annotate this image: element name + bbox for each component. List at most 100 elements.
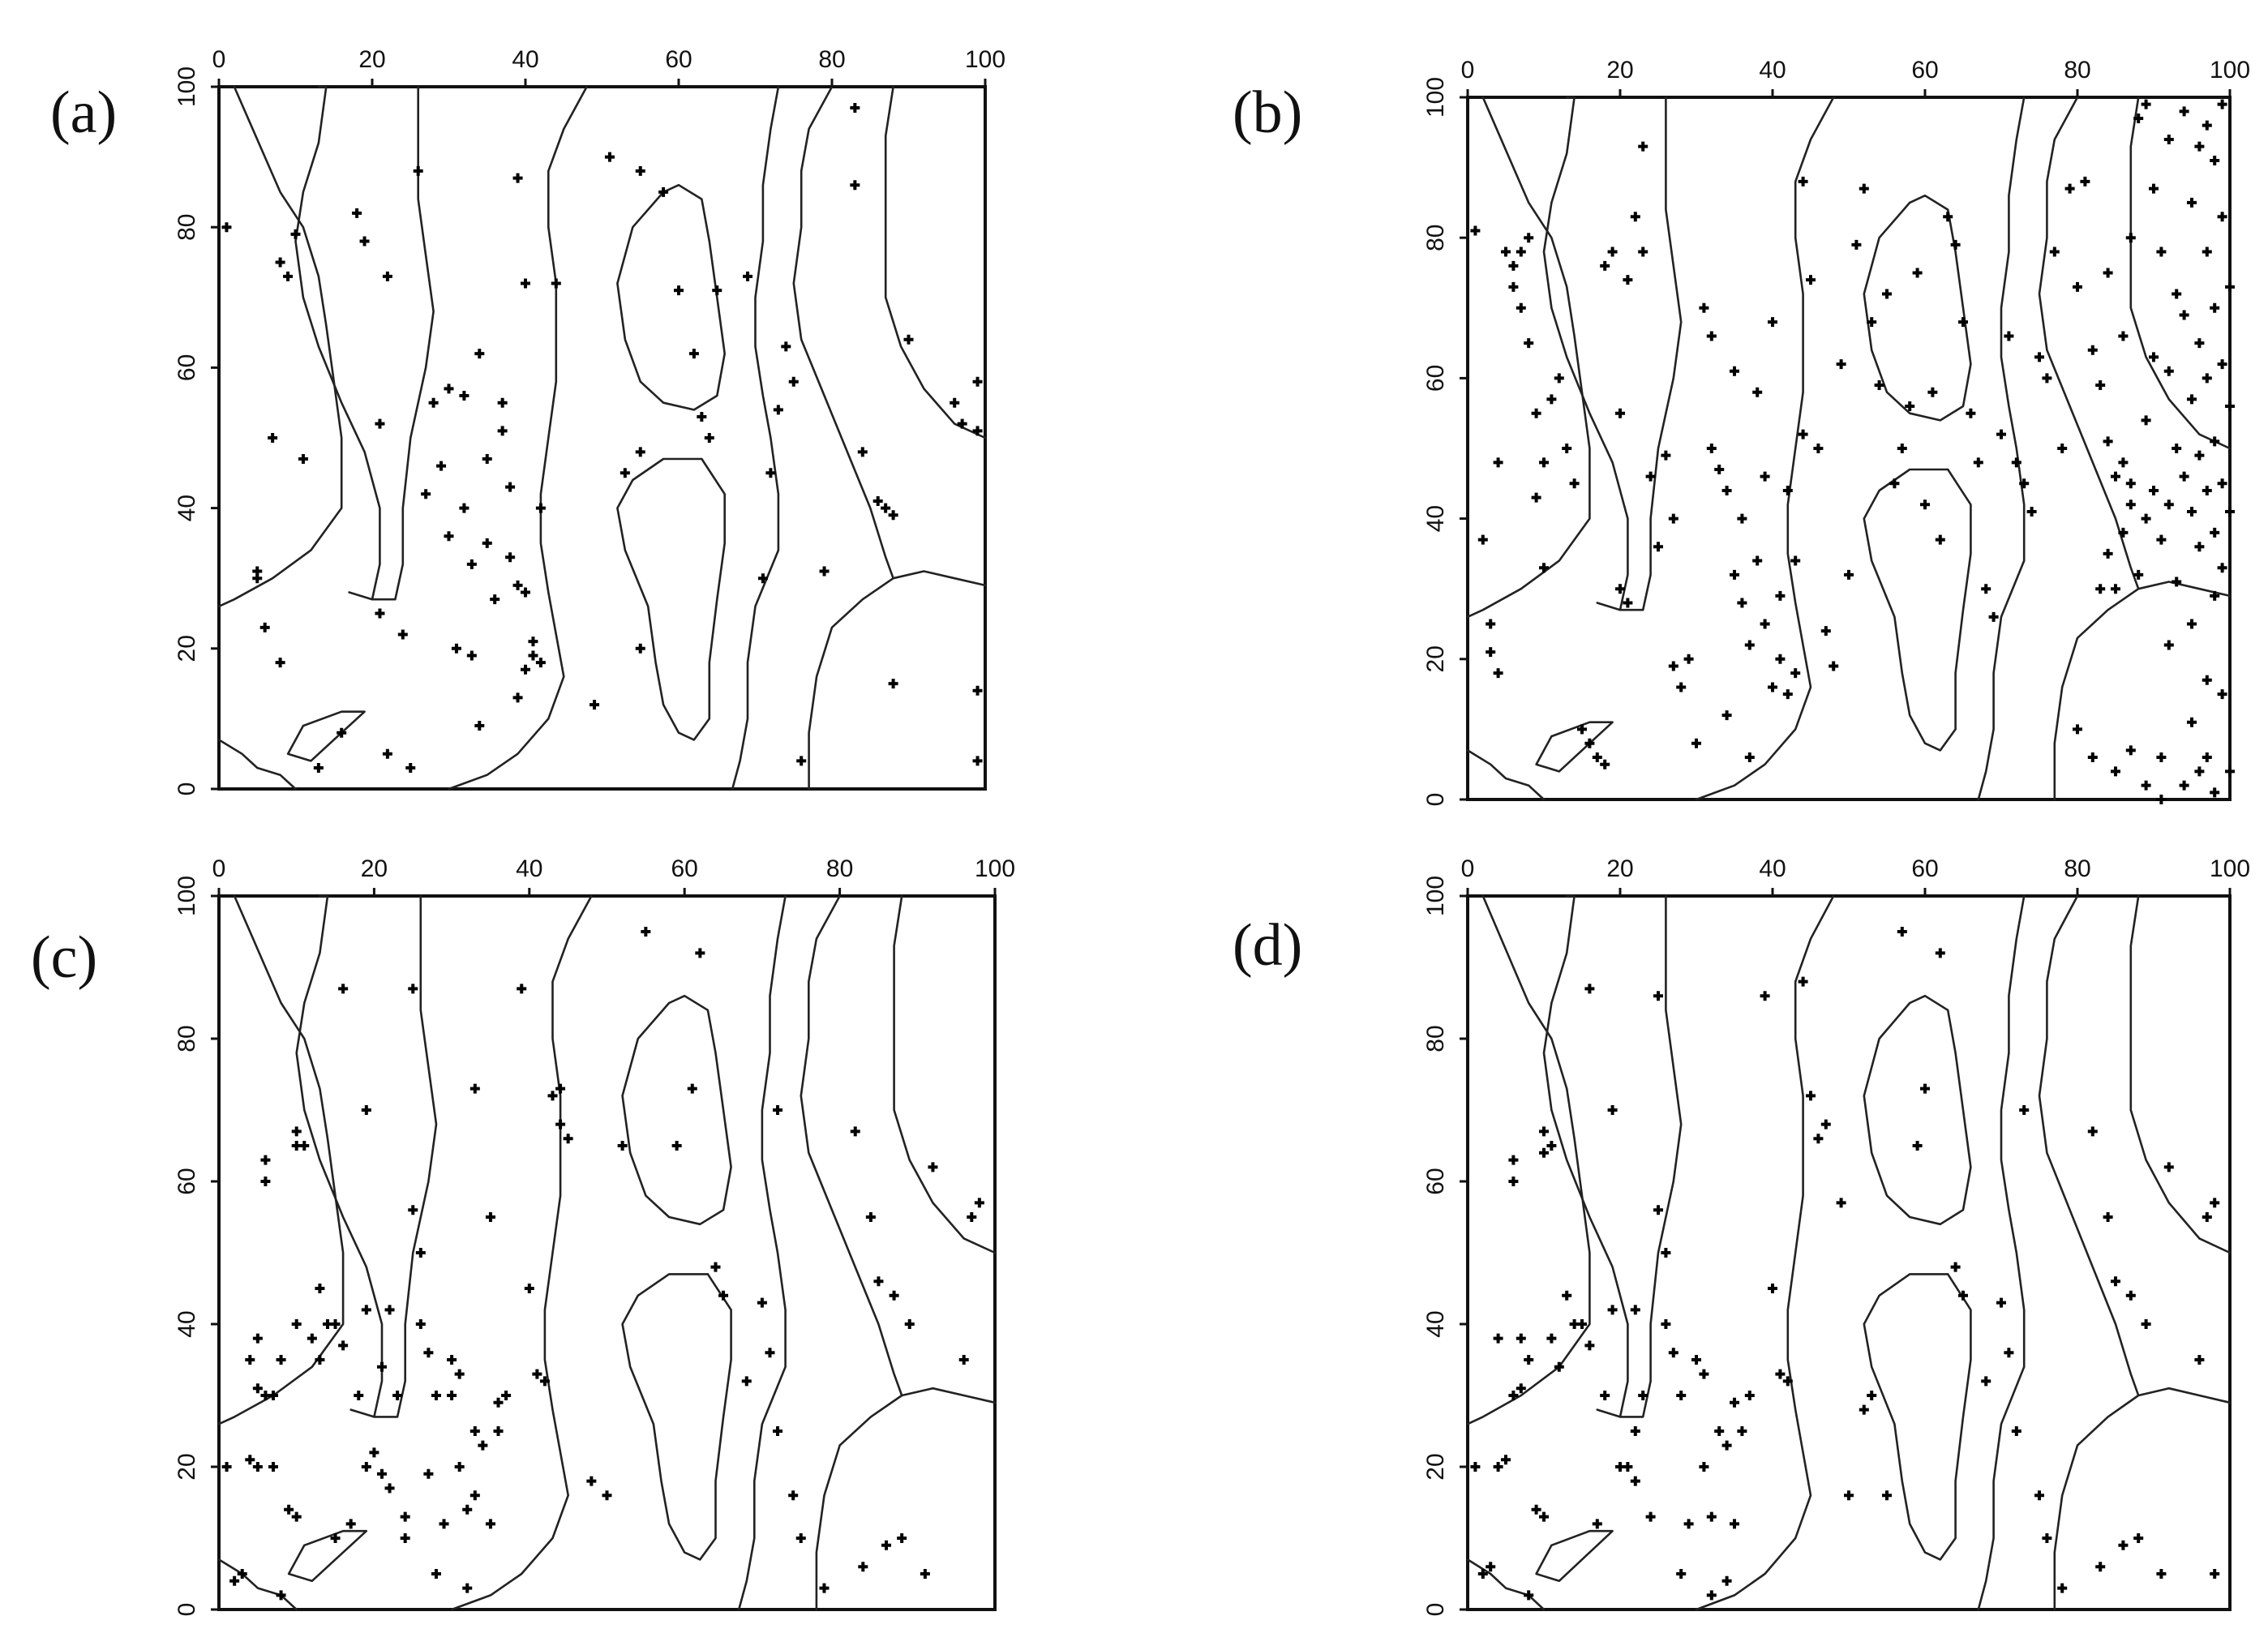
data-point xyxy=(2141,1319,2151,1329)
data-point xyxy=(2163,134,2174,144)
contour-line xyxy=(884,85,987,439)
data-point xyxy=(2217,99,2227,109)
data-point xyxy=(1539,1511,1549,1522)
data-point xyxy=(1630,212,1640,222)
data-point xyxy=(602,1490,612,1501)
data-point xyxy=(1653,542,1663,552)
data-point xyxy=(710,1262,721,1272)
data-point xyxy=(2225,506,2235,517)
data-point xyxy=(1912,1141,1923,1151)
y-tick-label: 40 xyxy=(174,1310,200,1337)
contour-line xyxy=(2129,96,2232,450)
data-point xyxy=(252,573,263,584)
data-point xyxy=(490,594,500,605)
data-point xyxy=(1859,183,1869,194)
data-point xyxy=(1760,991,1770,1001)
contour-line xyxy=(616,457,726,741)
data-point xyxy=(1829,661,1839,671)
data-point xyxy=(1653,991,1663,1001)
data-point xyxy=(275,257,285,268)
data-point xyxy=(1676,1569,1687,1579)
data-point xyxy=(451,643,461,654)
data-point xyxy=(535,658,546,668)
data-point xyxy=(2133,1533,2144,1543)
data-point xyxy=(1607,1105,1618,1115)
data-point xyxy=(1531,1504,1541,1515)
data-point xyxy=(765,468,776,478)
data-point xyxy=(474,349,485,359)
data-point xyxy=(252,1462,263,1472)
data-point xyxy=(275,658,285,668)
x-tick-label: 20 xyxy=(361,855,388,882)
data-point xyxy=(2172,289,2182,299)
data-point xyxy=(2210,1198,2220,1208)
data-point xyxy=(1592,1519,1602,1529)
x-tick-label: 20 xyxy=(1606,855,1633,882)
data-point xyxy=(2125,499,2136,510)
data-point xyxy=(322,1319,332,1329)
data-point xyxy=(2042,1533,2052,1543)
data-point xyxy=(2141,415,2151,426)
data-point xyxy=(1683,1519,1694,1529)
data-point xyxy=(2210,590,2220,601)
panel-label-d: (d) xyxy=(1233,912,1302,979)
data-point xyxy=(2187,197,2197,208)
data-point xyxy=(535,503,546,513)
data-point xyxy=(2194,450,2205,461)
data-point xyxy=(658,186,669,197)
data-point xyxy=(1607,1305,1618,1315)
data-point xyxy=(1569,1319,1580,1329)
contour-line xyxy=(217,1558,298,1611)
data-point xyxy=(447,1355,457,1365)
contour-line xyxy=(287,1529,368,1583)
data-point xyxy=(408,1205,418,1215)
y-tick-label: 0 xyxy=(174,782,200,796)
contour-line xyxy=(1977,96,2026,801)
contour-line xyxy=(893,894,997,1254)
data-point xyxy=(382,271,392,281)
data-point xyxy=(284,1504,294,1515)
data-point xyxy=(2210,1569,2220,1579)
y-tick-label: 80 xyxy=(174,214,200,241)
data-point xyxy=(392,1391,403,1400)
data-point xyxy=(299,1141,310,1151)
data-point xyxy=(469,1490,480,1501)
data-point xyxy=(512,692,523,703)
data-point xyxy=(1531,492,1541,503)
data-point xyxy=(1562,444,1572,453)
data-point xyxy=(773,1426,783,1436)
contour-line xyxy=(808,570,987,791)
data-point xyxy=(1768,317,1777,328)
data-point xyxy=(950,397,960,408)
contour-line xyxy=(1695,96,1835,801)
data-point xyxy=(1524,338,1534,349)
data-point xyxy=(1615,408,1625,418)
contour-line xyxy=(1466,749,1546,801)
data-point xyxy=(1508,260,1519,271)
data-point xyxy=(1958,317,1968,328)
data-point xyxy=(376,1361,387,1372)
data-point xyxy=(415,1319,426,1329)
x-tick-label: 100 xyxy=(975,855,1015,882)
data-point xyxy=(697,412,707,422)
data-point xyxy=(2149,485,2159,495)
contour-line xyxy=(1466,894,1591,1425)
data-point xyxy=(482,453,492,464)
data-point xyxy=(359,236,370,246)
data-point xyxy=(2111,766,2120,777)
data-point xyxy=(781,341,791,352)
data-point xyxy=(897,1533,907,1543)
data-point xyxy=(2141,99,2151,109)
data-point xyxy=(1721,1575,1732,1586)
data-point xyxy=(2225,401,2235,412)
data-point xyxy=(1737,598,1747,608)
data-point xyxy=(1516,1333,1526,1344)
data-point xyxy=(221,1462,232,1472)
data-point xyxy=(361,1105,371,1115)
data-point xyxy=(1539,1126,1549,1137)
data-point xyxy=(547,1091,558,1101)
contour-line xyxy=(737,894,787,1611)
y-tick-label: 0 xyxy=(1422,1603,1449,1617)
